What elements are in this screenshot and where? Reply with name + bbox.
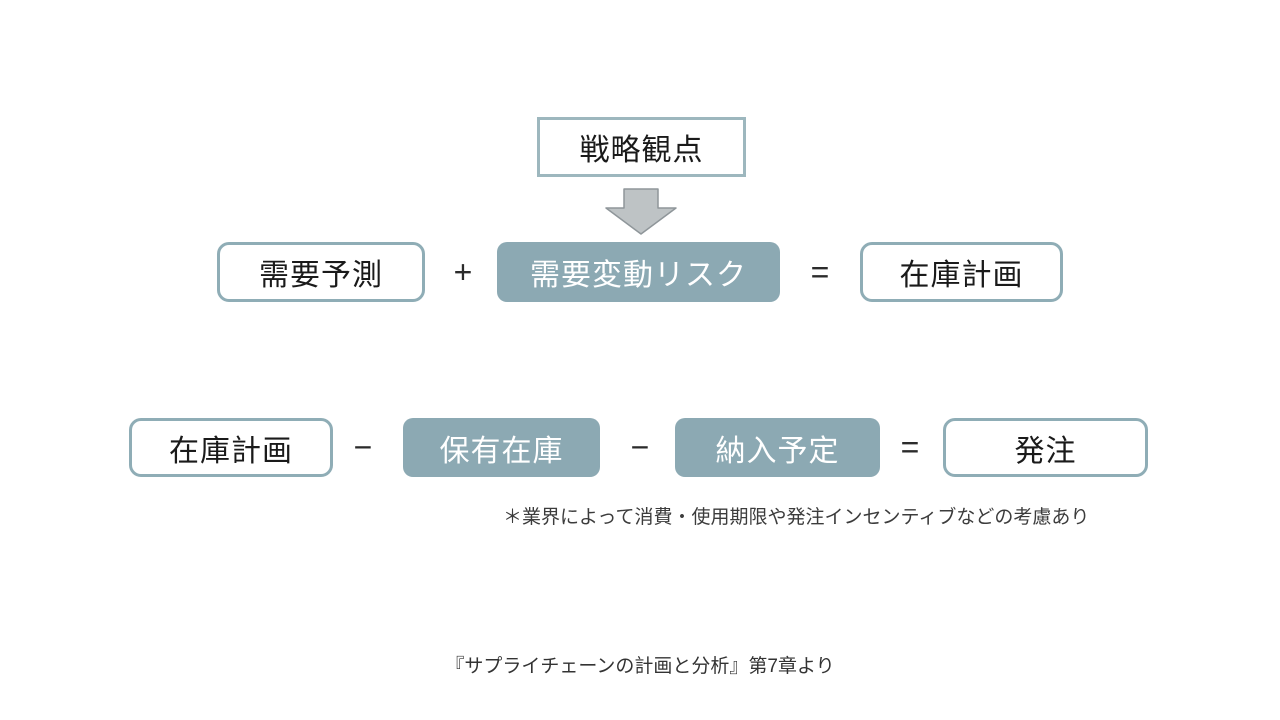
box-inventory-plan-result: 在庫計画	[860, 242, 1063, 302]
operator-minus: −	[630, 429, 650, 465]
box-inventory-plan: 在庫計画	[129, 418, 333, 477]
down-arrow-icon	[604, 188, 678, 236]
source-citation: 『サプライチェーンの計画と分析』第7章より	[445, 656, 835, 677]
box-demand-fluctuation-risk: 需要変動リスク	[497, 242, 780, 302]
operator-plus: +	[453, 253, 473, 290]
box-order: 発注	[943, 418, 1148, 477]
box-strategic-perspective: 戦略観点	[537, 117, 746, 177]
box-held-inventory: 保有在庫	[403, 418, 600, 477]
operator-equals: =	[810, 253, 830, 290]
operator-minus: −	[353, 429, 373, 465]
industry-consideration-note: ＊業界によって消費・使用期限や発注インセンティブなどの考慮あり	[503, 507, 1090, 528]
box-demand-forecast: 需要予測	[217, 242, 425, 302]
box-scheduled-delivery: 納入予定	[675, 418, 880, 477]
operator-equals: =	[900, 429, 920, 465]
